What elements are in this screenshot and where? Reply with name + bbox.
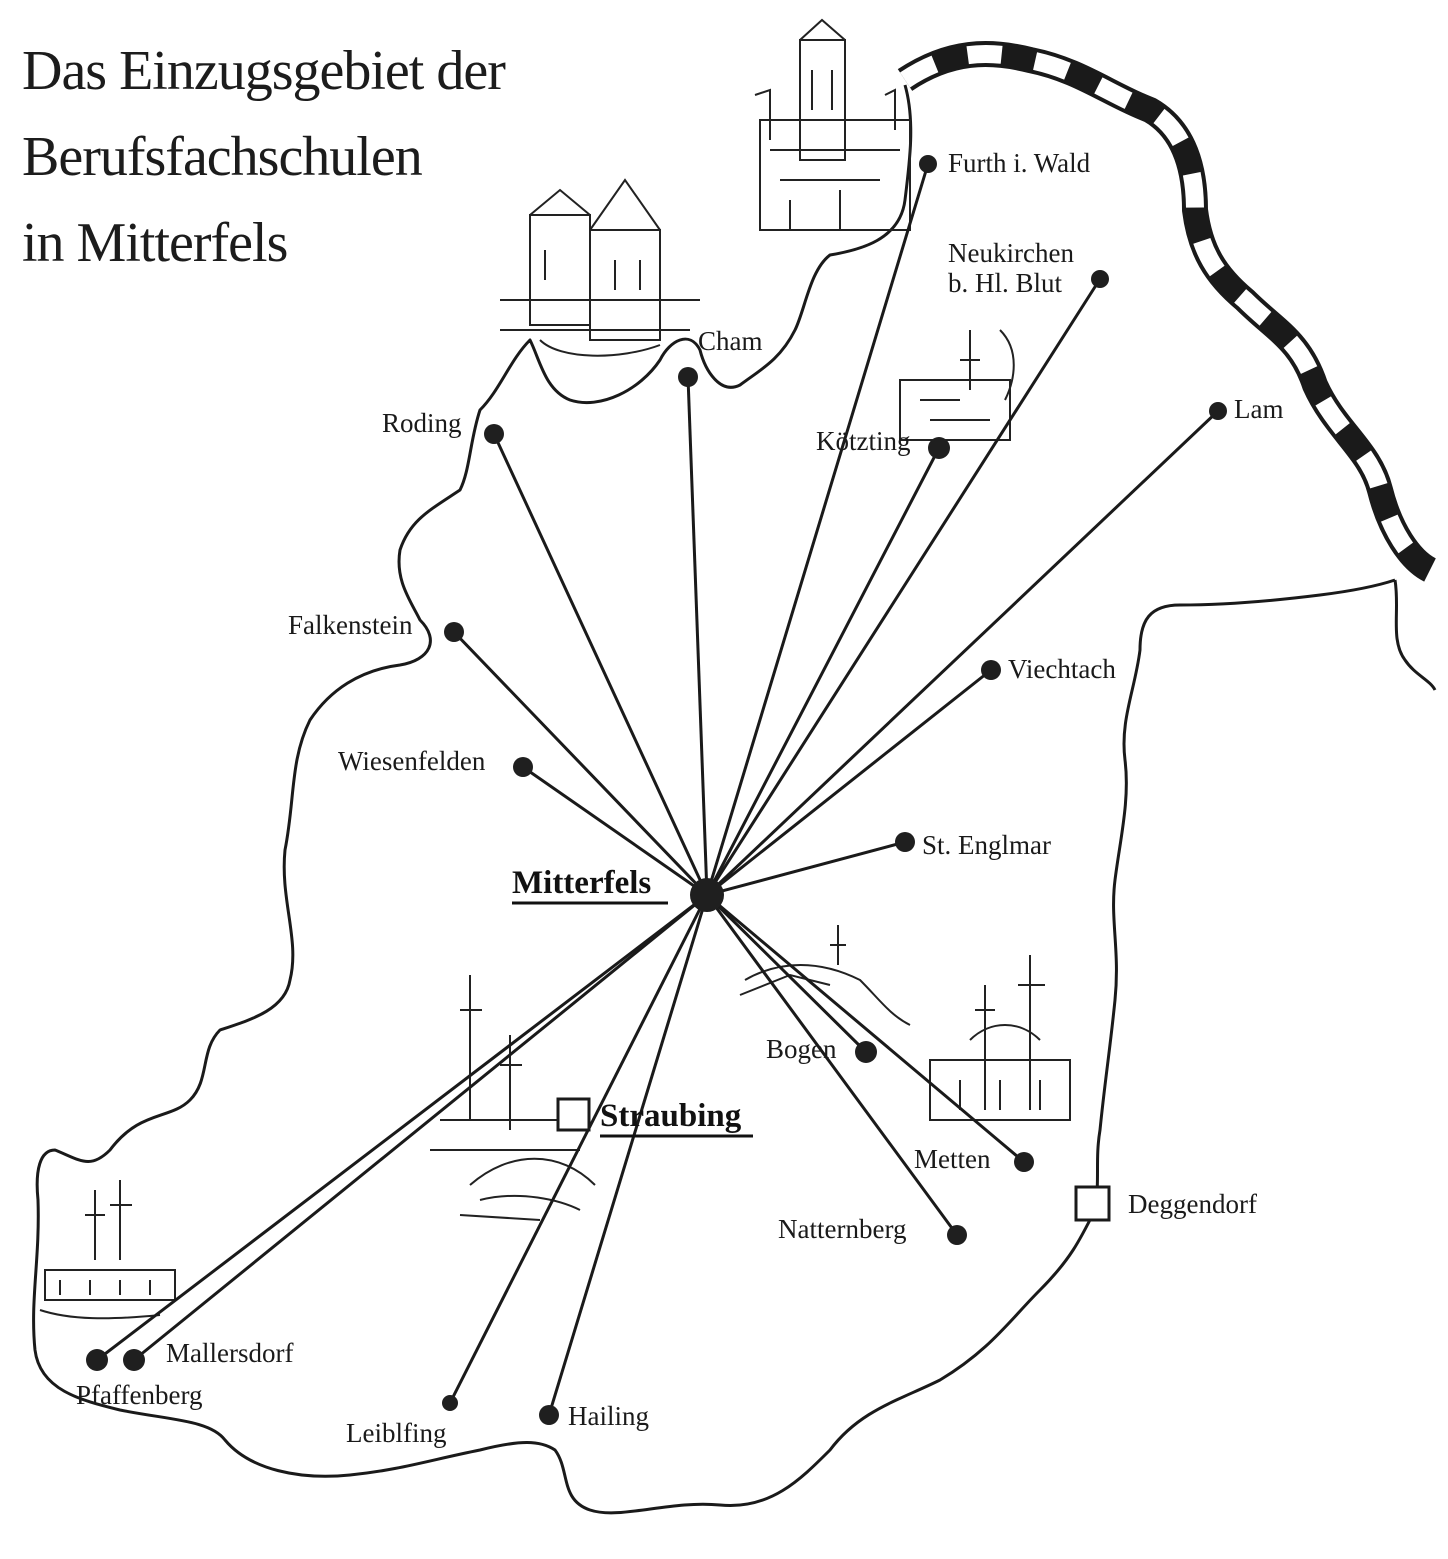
ray-hailing xyxy=(547,894,709,1416)
label-metten: Metten xyxy=(914,1144,991,1174)
ray-neukirchen xyxy=(705,278,1102,896)
eastern-boundary-stub xyxy=(1393,579,1437,691)
label-wiesenfelden: Wiesenfelden xyxy=(338,746,486,776)
label-leiblfing: Leiblfing xyxy=(346,1418,446,1448)
place-markers xyxy=(86,155,1227,1425)
marker-lam xyxy=(1209,402,1227,420)
marker-neukirchen xyxy=(1091,270,1109,288)
label-neukirchen-line1: Neukirchen xyxy=(948,238,1074,268)
label-natternberg: Natternberg xyxy=(778,1214,906,1244)
title-line-1: Das Einzugsgebiet der xyxy=(22,40,506,102)
ray-cham xyxy=(686,376,709,896)
label-deggendorf: Deggendorf xyxy=(1128,1189,1257,1219)
label-furth: Furth i. Wald xyxy=(948,148,1091,178)
label-viechtach: Viechtach xyxy=(1008,654,1116,684)
cham-castle-sketch xyxy=(500,178,700,357)
marker-viechtach xyxy=(981,660,1001,680)
metten-abbey-sketch xyxy=(929,955,1071,1121)
map-title: Das Einzugsgebiet der Berufsfachschulen … xyxy=(22,28,506,286)
title-line-3: in Mitterfels xyxy=(22,212,288,274)
national-border-pattern xyxy=(900,45,1435,579)
marker-wiesenfelden xyxy=(513,757,533,777)
ray-koetzting xyxy=(705,447,941,896)
marker-falkenstein xyxy=(444,622,464,642)
label-hailing: Hailing xyxy=(568,1401,649,1431)
straubing-square-icon xyxy=(556,1097,591,1132)
label-falkenstein: Falkenstein xyxy=(288,610,413,640)
marker-metten xyxy=(1014,1152,1034,1172)
marker-bogen xyxy=(855,1041,877,1063)
ray-falkenstein xyxy=(452,630,709,897)
label-koetzting: Kötzting xyxy=(816,426,911,456)
label-mallersdorf: Mallersdorf xyxy=(166,1338,293,1368)
ray-lam xyxy=(705,409,1220,897)
marker-stenglmar xyxy=(895,832,915,852)
label-mitterfels: Mitterfels xyxy=(512,865,651,901)
label-stenglmar: St. Englmar xyxy=(922,830,1051,860)
label-straubing: Straubing xyxy=(600,1098,742,1134)
marker-hailing xyxy=(539,1405,559,1425)
ray-viechtach xyxy=(706,668,992,897)
ray-leiblfing xyxy=(448,894,709,1404)
marker-furth xyxy=(919,155,937,173)
marker-natternberg xyxy=(947,1225,967,1245)
label-lam: Lam xyxy=(1234,394,1283,424)
ray-mallersdorf xyxy=(133,893,708,1362)
label-bogen: Bogen xyxy=(766,1034,837,1064)
marker-mallersdorf xyxy=(123,1349,145,1371)
marker-mitterfels xyxy=(690,878,724,912)
marker-leiblfing xyxy=(442,1395,458,1411)
place-labels: Furth i. Wald Neukirchen b. Hl. Blut Cha… xyxy=(76,148,1283,1448)
ray-wiesenfelden xyxy=(522,765,708,897)
koetzting-church-sketch xyxy=(899,329,1015,441)
deggendorf-square-icon xyxy=(1074,1185,1111,1222)
marker-koetzting xyxy=(928,437,950,459)
label-roding: Roding xyxy=(382,408,462,438)
label-neukirchen-line2: b. Hl. Blut xyxy=(948,268,1063,298)
ray-roding xyxy=(492,433,709,896)
title-line-2: Berufsfachschulen xyxy=(22,126,423,188)
marker-roding xyxy=(484,424,504,444)
ray-bogen xyxy=(705,893,868,1054)
ray-stenglmar xyxy=(706,840,906,897)
furth-castle-sketch xyxy=(754,18,911,231)
marker-cham xyxy=(678,367,698,387)
ray-furth xyxy=(705,163,930,896)
ray-metten xyxy=(706,893,1025,1164)
label-cham: Cham xyxy=(698,326,763,356)
ray-natternberg xyxy=(705,894,959,1236)
marker-pfaffenberg xyxy=(86,1349,108,1371)
label-pfaffenberg: Pfaffenberg xyxy=(76,1380,202,1410)
straubing-town-sketch xyxy=(430,975,596,1221)
mallersdorf-abbey-sketch xyxy=(39,1180,176,1320)
district-boundary xyxy=(32,84,1396,1515)
connection-rays xyxy=(96,163,1220,1416)
ray-pfaffenberg xyxy=(96,893,708,1362)
